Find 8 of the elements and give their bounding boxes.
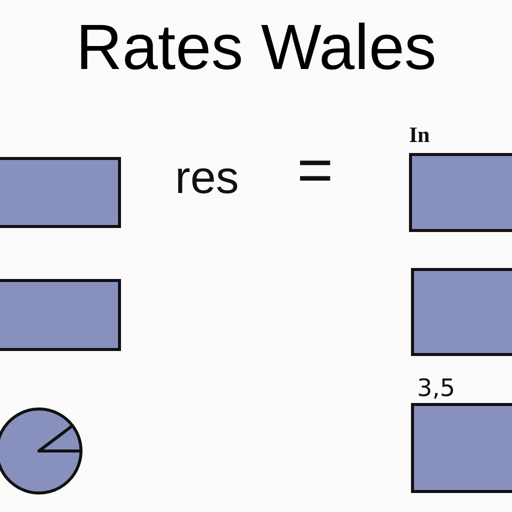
box-heading: 3,5 [417,376,456,400]
rectangle [411,268,512,356]
box-heading: In [409,124,430,146]
rectangle [0,279,121,351]
rectangle [0,157,121,228]
diagram-title: Rates Wales [76,15,436,79]
text-label: res [175,154,239,200]
equals-sign: = [297,140,334,202]
